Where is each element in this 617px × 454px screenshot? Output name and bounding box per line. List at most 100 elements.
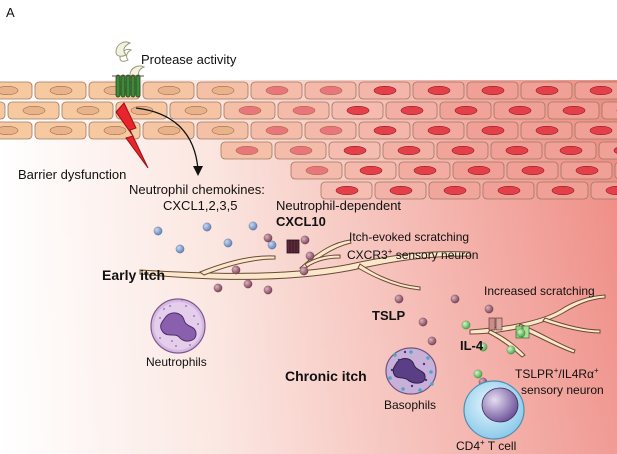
cell-nucleus [184, 106, 208, 116]
epidermis-cell [0, 101, 6, 120]
cell-nucleus [265, 126, 289, 136]
cell-nucleus [359, 166, 383, 176]
cell-nucleus [343, 146, 367, 156]
cell-nucleus [521, 166, 545, 176]
il4-dot [478, 342, 488, 352]
cytokine-dot [427, 336, 437, 346]
cell-nucleus [305, 166, 329, 176]
cytokine-dot [450, 294, 460, 304]
cell-nucleus [535, 126, 559, 136]
cell-nucleus [346, 106, 370, 116]
cell-nucleus [505, 146, 529, 156]
neutrophils-label: Neutrophils [146, 355, 207, 369]
tslpr-sup2: + [593, 366, 599, 375]
barrier-dysfunction-label: Barrier dysfunction [18, 167, 127, 182]
tslpr-mid: /IL4Rα [558, 367, 594, 381]
early-itch-label: Early itch [102, 267, 166, 283]
cxcr3-sup: + [387, 247, 393, 256]
epidermis-cell [601, 101, 617, 120]
cell-nucleus [413, 166, 437, 176]
tslpr-sup1: + [553, 366, 559, 375]
cxcl10-label: CXCL10 [276, 214, 326, 229]
cell-nucleus [157, 126, 181, 136]
cd4-t-cell [463, 380, 525, 440]
basophil-cell [385, 347, 437, 395]
neutrophil-chemokine-dot [223, 238, 233, 248]
cell-nucleus [427, 126, 451, 136]
cell-nucleus [265, 86, 289, 96]
cytokine-dot [394, 294, 404, 304]
lightning-bolt-icon [115, 102, 149, 169]
cell-nucleus [397, 146, 421, 156]
cell-nucleus [319, 126, 343, 136]
neutrophil-chemokine-dot [202, 222, 212, 232]
cytokine-dot [484, 304, 494, 314]
cell-nucleus [613, 147, 617, 154]
il4-dot [461, 320, 471, 330]
cytokine-dot [299, 266, 309, 276]
cell-nucleus [289, 146, 313, 156]
cell-nucleus [49, 86, 73, 96]
cell-nucleus [454, 106, 478, 116]
neutrophil-cell [150, 298, 206, 354]
cell-nucleus [589, 86, 613, 96]
cell-nucleus [481, 86, 505, 96]
cell-nucleus [535, 86, 559, 96]
neutrophil-dependent-label: Neutrophil-dependent [276, 198, 402, 213]
cell-nucleus [443, 186, 467, 196]
cell-nucleus [103, 126, 127, 136]
neutrophil-chemokine-dot [267, 240, 277, 250]
sensory-neuron-label: sensory neuron [521, 383, 604, 397]
cell-nucleus [427, 86, 451, 96]
cell-nucleus [605, 186, 617, 195]
tslpr-il4ra-label: TSLPR+/IL4Rα+ [515, 366, 599, 381]
cytokine-dot [231, 265, 241, 275]
cell-nucleus [400, 106, 424, 116]
cell-nucleus [451, 146, 475, 156]
il4-dot [473, 369, 483, 379]
cell-nucleus [211, 86, 235, 96]
cxcl-list-label: CXCL1,2,3,5 [163, 198, 238, 213]
cell-nucleus [589, 126, 613, 136]
cell-nucleus [238, 106, 262, 116]
cell-nucleus [373, 126, 397, 136]
cytokine-dot [263, 285, 273, 295]
cell-nucleus [335, 186, 359, 196]
cxcr3-sensory-neuron-fiber [139, 239, 471, 291]
cell-nucleus [373, 86, 397, 96]
cell-nucleus [559, 146, 583, 156]
cell-nucleus [389, 186, 413, 196]
cell-nucleus [551, 186, 575, 196]
cytokine-dot [418, 317, 428, 327]
tslp-label: TSLP [372, 308, 406, 323]
itch-evoked-scratching-label: Itch-evoked scratching [349, 230, 470, 244]
cell-nucleus [575, 166, 599, 176]
neutrophil-chemokine-dot [153, 226, 163, 236]
cxcr3-prefix: CXCR3 [347, 248, 388, 262]
basophils-label: Basophils [384, 398, 437, 412]
cell-nucleus [481, 126, 505, 136]
cell-nucleus [49, 126, 73, 136]
cell-nucleus [235, 146, 259, 156]
chemokine-dots [153, 221, 526, 387]
cd4-suffix: T cell [484, 439, 517, 453]
cxcr3-suffix: sensory neuron [392, 248, 479, 262]
cytokine-dot [263, 233, 273, 243]
cell-nucleus [562, 106, 586, 116]
tslpr-prefix: TSLPR [515, 367, 554, 381]
cd4-prefix: CD4 [456, 439, 481, 453]
cxcr3-receptor [286, 239, 300, 254]
cell-nucleus [211, 126, 235, 136]
neutrophil-chemokine-dot [248, 221, 258, 231]
cell-nucleus [22, 106, 46, 116]
panel-label: A [6, 5, 15, 20]
neutrophil-chemokines-label: Neutrophil chemokines: [129, 182, 265, 197]
il4-label: IL-4 [460, 338, 484, 353]
il4-dot [516, 328, 526, 338]
cytokine-dot [300, 235, 310, 245]
increased-scratching-label: Increased scratching [484, 284, 595, 298]
protease-activity-label: Protease activity [141, 52, 237, 67]
cell-nucleus [157, 86, 181, 96]
